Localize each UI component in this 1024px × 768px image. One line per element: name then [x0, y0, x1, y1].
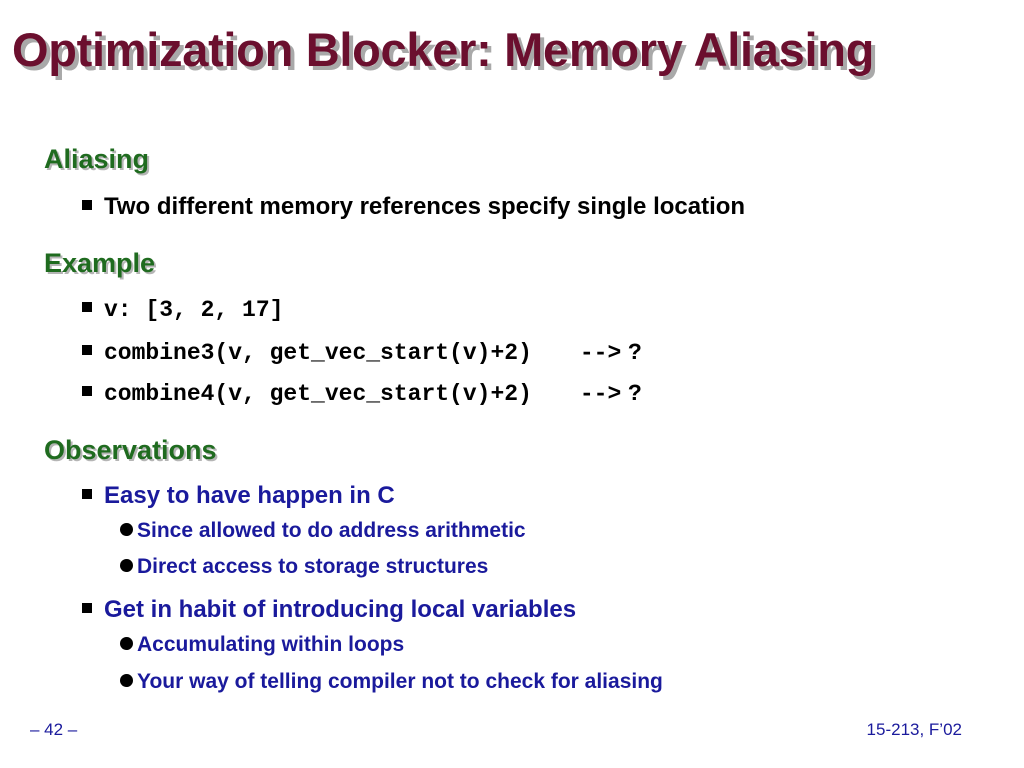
section-heading-example: Example — [44, 248, 156, 278]
bullet-example-combine4: combine4(v, get_vec_start(v)+2) --> ? — [82, 379, 642, 407]
bullet-text: Get in habit of introducing local variab… — [104, 596, 577, 623]
round-bullet-icon — [120, 636, 133, 650]
section-heading-observations: Observations — [44, 435, 217, 465]
sub-bullet-text: Accumulating within loops — [137, 633, 405, 656]
round-bullet-icon — [120, 673, 133, 687]
arrow-text: --> — [579, 340, 622, 366]
bullet-example-combine3: combine3(v, get_vec_start(v)+2) --> ? — [82, 338, 642, 366]
square-bullet-icon — [82, 602, 92, 613]
square-bullet-icon — [82, 385, 92, 396]
course-label: 15-213, F’02 — [866, 720, 962, 739]
result-text: ? — [627, 381, 642, 407]
bullet-example-vector: v: [3, 2, 17] — [82, 295, 283, 323]
bullet-observation-habit: Get in habit of introducing local variab… — [82, 596, 576, 624]
result-text: ? — [627, 340, 642, 366]
bullet-observation-easy: Easy to have happen in C — [82, 482, 395, 510]
sub-bullet-accumulating: Accumulating within loops — [120, 633, 404, 657]
code-text: v: [3, 2, 17] — [104, 297, 284, 323]
bullet-aliasing-definition: Two different memory references specify … — [82, 193, 745, 221]
round-bullet-icon — [120, 558, 133, 572]
round-bullet-icon — [120, 522, 133, 536]
sub-bullet-text: Your way of telling compiler not to chec… — [137, 670, 663, 693]
code-text: combine4(v, get_vec_start(v)+2) — [104, 381, 532, 407]
slide-title: Optimization Blocker: Memory Aliasing — [12, 23, 875, 76]
square-bullet-icon — [82, 199, 92, 210]
sub-bullet-text: Direct access to storage structures — [137, 555, 489, 578]
arrow-text: --> — [579, 381, 622, 407]
square-bullet-icon — [82, 344, 92, 355]
section-heading-aliasing: Aliasing — [44, 144, 150, 174]
square-bullet-icon — [82, 301, 92, 312]
bullet-text: Two different memory references specify … — [104, 193, 746, 220]
sub-bullet-telling-compiler: Your way of telling compiler not to chec… — [120, 670, 663, 694]
sub-bullet-text: Since allowed to do address arithmetic — [137, 519, 526, 542]
bullet-text: Easy to have happen in C — [104, 482, 395, 509]
sub-bullet-storage-access: Direct access to storage structures — [120, 555, 488, 579]
sub-bullet-address-arithmetic: Since allowed to do address arithmetic — [120, 519, 526, 543]
code-text: combine3(v, get_vec_start(v)+2) — [104, 340, 532, 366]
page-number: – 42 – — [30, 720, 78, 739]
square-bullet-icon — [82, 488, 92, 499]
